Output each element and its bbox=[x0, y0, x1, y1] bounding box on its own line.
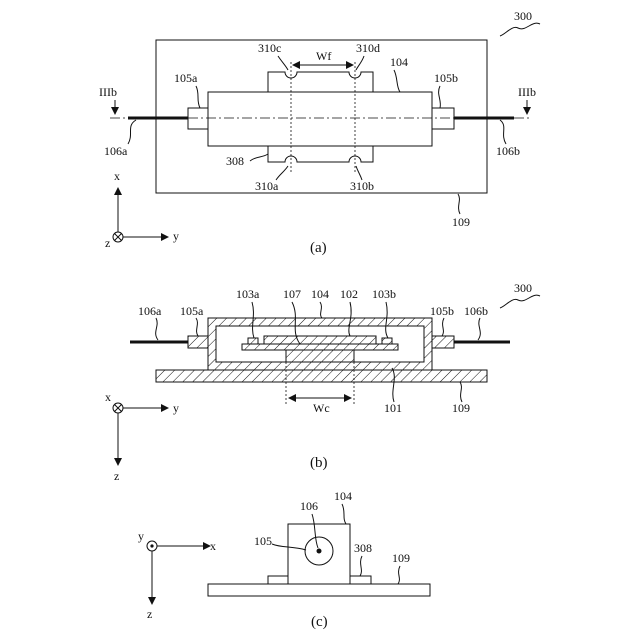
ferrule-105b-section bbox=[432, 336, 454, 348]
label-109-c: 109 bbox=[392, 551, 410, 565]
ferrule-105a-section bbox=[188, 336, 208, 348]
label-105b-b: 105b bbox=[430, 304, 454, 318]
panel-c: 106 104 105 308 109 y x z (c) bbox=[138, 489, 430, 630]
label-106b-b: 106b bbox=[464, 304, 488, 318]
leader-106b-b bbox=[478, 318, 480, 340]
leader-106a-a bbox=[128, 120, 136, 144]
submount-101 bbox=[286, 350, 354, 362]
section-label-left: IIIb bbox=[99, 85, 117, 99]
label-106: 106 bbox=[300, 499, 318, 513]
axis-y-out-dot-c bbox=[150, 544, 153, 547]
leader-308-c bbox=[360, 556, 362, 576]
label-310b: 310b bbox=[350, 179, 374, 193]
label-310c: 310c bbox=[258, 41, 281, 55]
leader-105b-b bbox=[442, 318, 444, 336]
label-103b: 103b bbox=[372, 287, 396, 301]
axis-z-label-a: z bbox=[105, 236, 110, 250]
leader-105a-b bbox=[196, 318, 198, 336]
label-105a-a: 105a bbox=[174, 71, 198, 85]
base-plate-109-end bbox=[208, 584, 430, 596]
caption-c: (c) bbox=[311, 614, 328, 630]
figure-number-label-b: 300 bbox=[514, 281, 532, 295]
axis-y-label-c: y bbox=[138, 529, 144, 543]
fiber-106-end bbox=[317, 549, 322, 554]
ferrule-105b bbox=[432, 108, 454, 129]
axis-z-label-c: z bbox=[147, 607, 152, 621]
label-310d: 310d bbox=[356, 41, 380, 55]
caption-a: (a) bbox=[310, 240, 327, 256]
axis-y-label-b: y bbox=[173, 401, 179, 415]
label-105b-a: 105b bbox=[434, 71, 458, 85]
label-310a: 310a bbox=[255, 179, 279, 193]
leader-109-c bbox=[398, 566, 400, 584]
leader-104-c bbox=[342, 504, 346, 524]
label-109-b: 109 bbox=[452, 401, 470, 415]
bond-layer-107 bbox=[242, 344, 398, 350]
leader-109-a bbox=[458, 194, 460, 214]
axis-x-label-b: x bbox=[105, 390, 111, 404]
housing-104 bbox=[208, 92, 432, 146]
block-103b bbox=[382, 338, 392, 344]
leader-106b-a bbox=[500, 120, 506, 144]
axis-z-label-b: z bbox=[114, 469, 119, 483]
label-104-a: 104 bbox=[390, 55, 408, 69]
ferrule-105a bbox=[188, 108, 208, 129]
block-103a bbox=[248, 338, 258, 344]
figure-number-label: 300 bbox=[514, 9, 532, 23]
caption-b: (b) bbox=[310, 455, 328, 471]
label-109-a: 109 bbox=[452, 215, 470, 229]
axis-y-label-a: y bbox=[173, 229, 179, 243]
wc-label: Wc bbox=[313, 401, 330, 415]
axis-x-label-a: x bbox=[114, 169, 120, 183]
label-105: 105 bbox=[254, 534, 272, 548]
leader-106a-b bbox=[156, 318, 158, 340]
panel-a: 300 Wf 310c 310d 104 105a 10 bbox=[99, 9, 540, 256]
label-106b-a: 106b bbox=[496, 144, 520, 158]
panel-b: 300 Wc 106a 105a 103a 1 bbox=[105, 281, 540, 483]
figure-number-leader-b bbox=[500, 295, 540, 308]
label-106a-b: 106a bbox=[138, 304, 162, 318]
leader-104-b bbox=[320, 302, 322, 318]
label-102: 102 bbox=[340, 287, 358, 301]
chip-102 bbox=[264, 336, 376, 344]
label-107: 107 bbox=[283, 287, 301, 301]
axis-x-label-c: x bbox=[210, 539, 216, 553]
figure-number-leader bbox=[500, 23, 540, 36]
label-104-b: 104 bbox=[311, 287, 329, 301]
label-101: 101 bbox=[384, 401, 402, 415]
label-308-a: 308 bbox=[226, 154, 244, 168]
base-plate-109-section bbox=[156, 370, 487, 382]
label-104-c: 104 bbox=[334, 489, 352, 503]
label-103a: 103a bbox=[236, 287, 260, 301]
leader-109-b bbox=[460, 382, 462, 402]
wf-label: Wf bbox=[316, 49, 331, 63]
section-label-right: IIIb bbox=[518, 85, 536, 99]
label-105a-b: 105a bbox=[180, 304, 204, 318]
label-106a-a: 106a bbox=[104, 144, 128, 158]
label-308-c: 308 bbox=[354, 541, 372, 555]
